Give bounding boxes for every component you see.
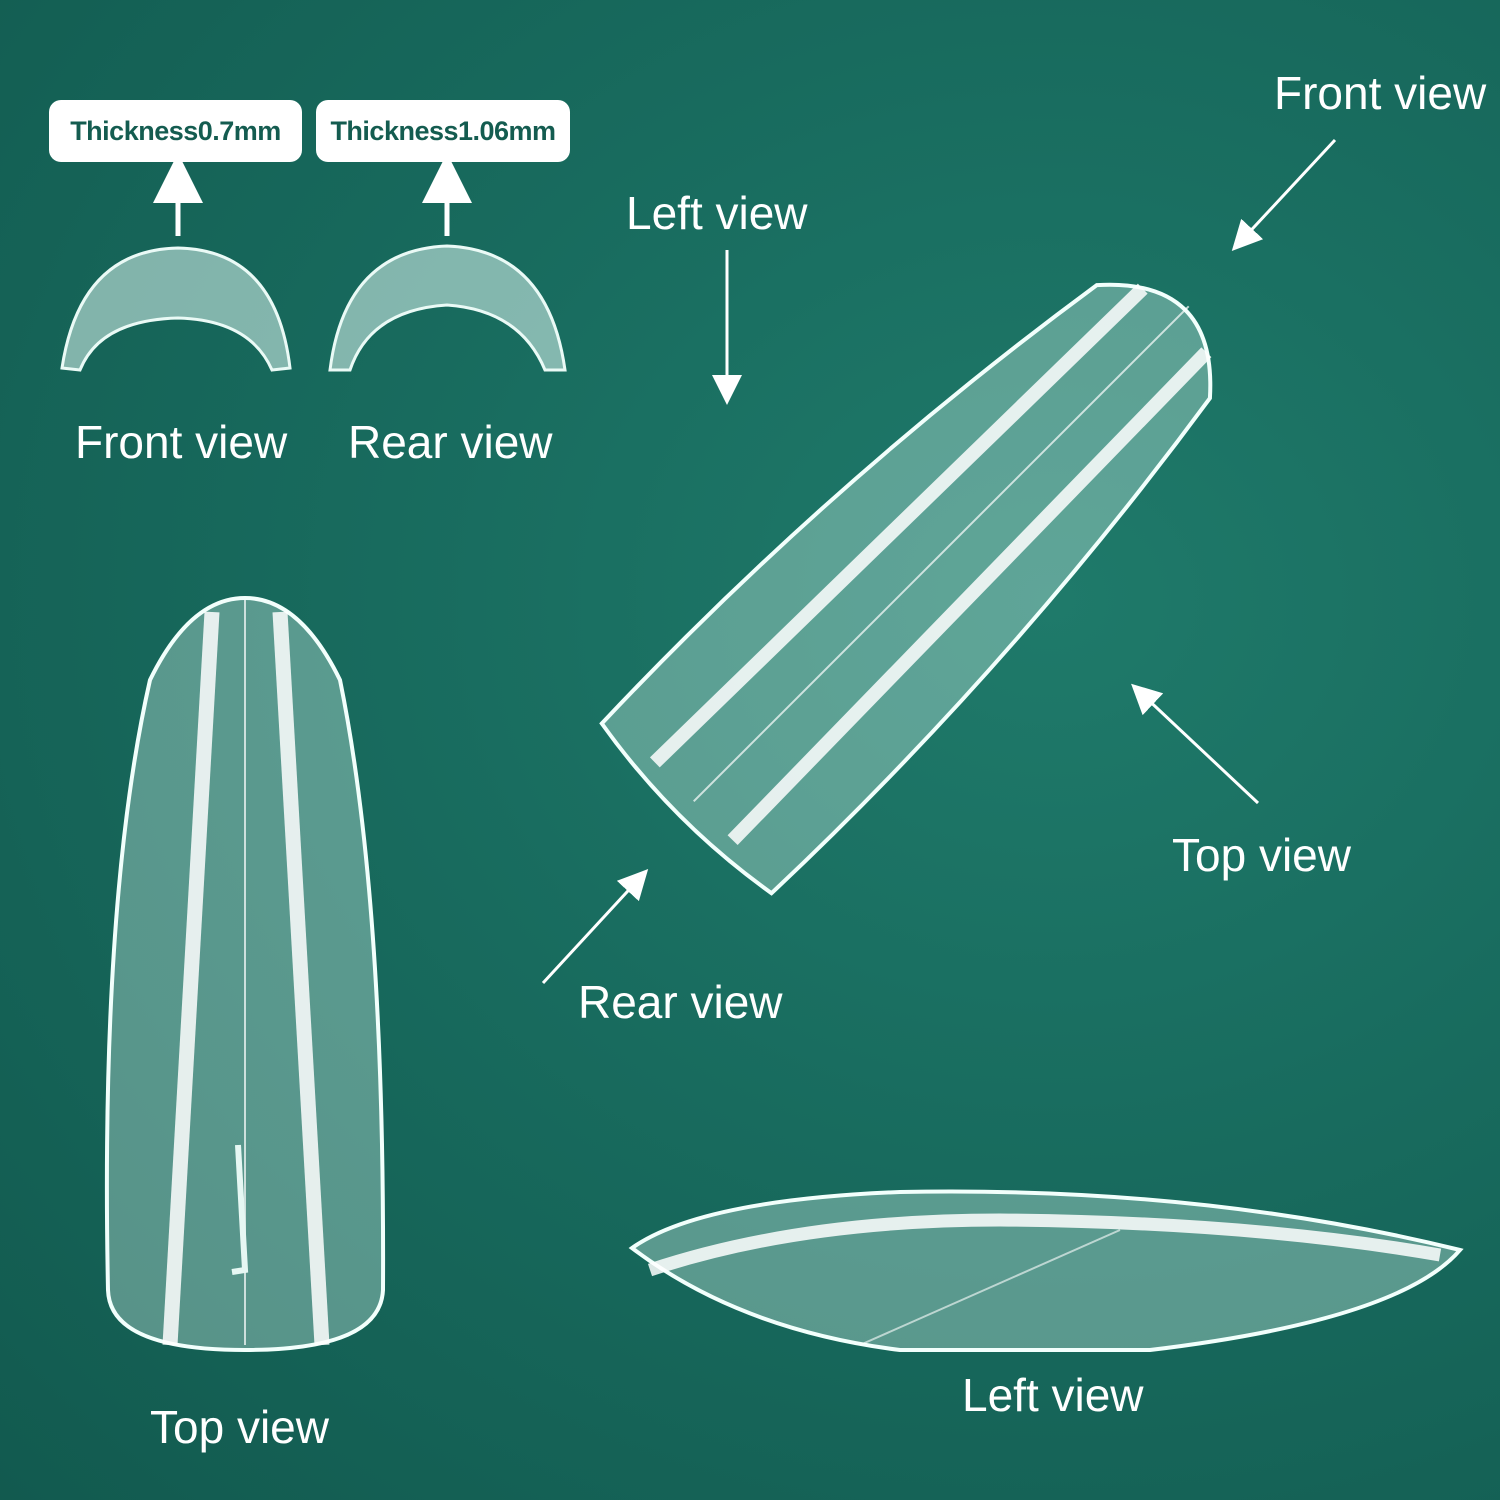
- arrow-icon: [1231, 138, 1337, 251]
- front-view-label: Front view: [1274, 67, 1487, 119]
- front-cross-section: [60, 246, 292, 372]
- top-view-label: Top view: [150, 1401, 329, 1453]
- thickness-rear-badge: Thickness1.06mm: [316, 100, 570, 162]
- arrow-icon: [541, 868, 649, 985]
- rear-view-label: Rear view: [348, 416, 553, 468]
- top-view-label: Top view: [1172, 829, 1351, 881]
- rear-view-label: Rear view: [578, 976, 783, 1028]
- left-view-label: Left view: [962, 1369, 1144, 1421]
- arrow-icon: [1131, 683, 1260, 805]
- side-nail: [628, 1189, 1464, 1352]
- vertical-nail: [104, 595, 386, 1353]
- thickness-front-badge: Thickness0.7mm: [49, 100, 302, 162]
- front-view-label: Front view: [75, 416, 288, 468]
- left-view-label: Left view: [626, 187, 808, 239]
- rear-cross-section: [328, 244, 567, 372]
- diagonal-nail: [599, 282, 1213, 896]
